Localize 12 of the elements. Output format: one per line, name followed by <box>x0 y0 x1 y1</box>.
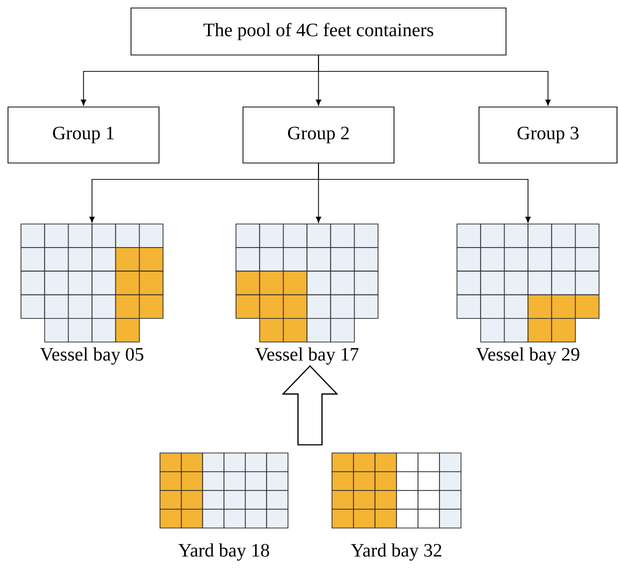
group-box: The pool of 4C feet containers <box>130 8 506 56</box>
bay-label: Yard bay 32 <box>350 543 442 561</box>
block-arrow <box>282 365 338 446</box>
group-box: Group 3 <box>478 106 618 164</box>
group-box: Group 1 <box>8 106 160 164</box>
arrow <box>318 163 531 223</box>
arrow <box>318 55 551 106</box>
bay-label: Yard bay 18 <box>178 543 270 561</box>
bay-label: Vessel bay 29 <box>476 347 580 365</box>
bay-label: Vessel bay 05 <box>40 347 144 365</box>
group-box: Group 2 <box>242 106 394 164</box>
bay-label: Vessel bay 17 <box>255 347 359 365</box>
